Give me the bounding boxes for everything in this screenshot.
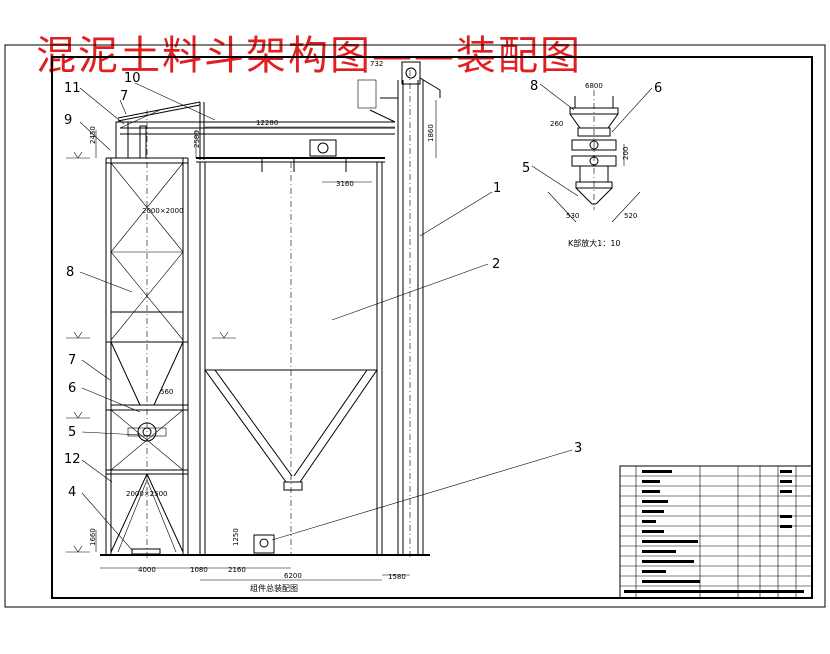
label-6: 6	[68, 381, 76, 396]
dimension-texts: 12280 3160 4000 1080 2160 6200 1580 2000…	[89, 60, 637, 593]
detail-label-8: 8	[530, 79, 538, 94]
dim-c1: 2000×2000	[142, 207, 184, 215]
detail-dim-520: 520	[624, 212, 637, 220]
center-silo	[195, 139, 430, 556]
detail-dim-530: 530	[566, 212, 579, 220]
detail-dim-200: 200	[622, 147, 630, 160]
elevator-mast	[357, 61, 441, 560]
label-4: 4	[68, 485, 76, 500]
label-2: 2	[492, 257, 500, 272]
label-10: 10	[124, 71, 141, 86]
dim-1250: 1250	[232, 528, 240, 546]
label-1: 1	[493, 181, 501, 196]
elevation-caption: 组件总装配图	[250, 583, 298, 593]
dim-2160: 2160	[228, 566, 246, 574]
dim-1080: 1080	[190, 566, 208, 574]
label-8: 8	[66, 265, 74, 280]
level-markers	[66, 151, 236, 553]
detail-label-6: 6	[654, 81, 662, 96]
dim-1580: 1580	[388, 573, 406, 581]
parts-table	[619, 465, 813, 599]
dim-1660: 1660	[89, 528, 97, 546]
dim-12280: 12280	[256, 119, 278, 127]
dim-560: 560	[160, 388, 173, 396]
inner-border	[51, 56, 813, 599]
detail-caption: K部放大1：10	[568, 238, 621, 248]
label-12: 12	[64, 452, 81, 467]
label-7-top: 7	[120, 89, 128, 104]
outer-border	[4, 44, 826, 608]
dim-3160: 3160	[336, 180, 354, 188]
detail-dim-260: 260	[550, 120, 563, 128]
dim-1860: 1860	[427, 124, 435, 142]
dim-c2: 2000×2500	[126, 490, 168, 498]
label-11: 11	[64, 81, 81, 96]
detail-dim-top: 6800	[585, 82, 603, 90]
dim-732: 732	[370, 60, 383, 68]
dim-2450: 2450	[89, 126, 97, 144]
leader-lines	[79, 82, 573, 551]
top-conveyor	[117, 101, 395, 160]
label-9: 9	[64, 113, 72, 128]
dim-4000: 4000	[138, 566, 156, 574]
detail-k-view	[531, 83, 653, 223]
part-labels: 11 10 7 9 8 7 6 5 12 4 1 2 3 8 6 5	[64, 71, 662, 500]
detail-label-5: 5	[522, 161, 530, 176]
label-5: 5	[68, 425, 76, 440]
dim-2580: 2580	[193, 130, 201, 148]
dim-6200: 6200	[284, 572, 302, 580]
label-3: 3	[574, 441, 582, 456]
label-7: 7	[68, 353, 76, 368]
dimension-lines	[95, 100, 437, 581]
